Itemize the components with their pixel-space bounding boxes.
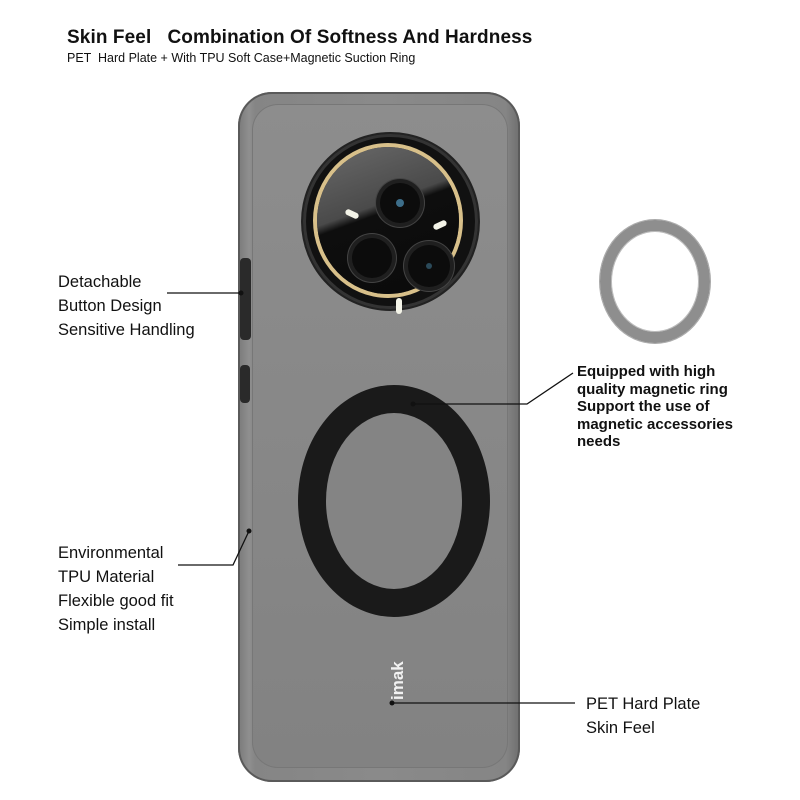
callout-line: Support the use of [577,398,710,415]
volume-button [240,258,251,340]
camera-lens-left [352,238,392,278]
page-subtitle: PET Hard Plate + With TPU Soft Case+Magn… [67,51,416,65]
callout-magnetic-ring: Equipped with high quality magnetic ring… [577,363,733,451]
callout-line: Flexible good fit [58,592,174,610]
magnetic-ring-accessory [600,220,710,343]
callout-line: Simple install [58,616,156,634]
callout-tpu-material: Environmental TPU Material Flexible good… [58,541,174,637]
callout-line: Skin Feel [586,719,655,737]
callout-line: quality magnetic ring [577,380,728,398]
callout-line: needs [577,433,621,450]
camera-lens-top [380,183,420,223]
callout-button-design: Detachable Button Design Sensitive Handl… [58,270,195,342]
power-button [240,365,250,403]
callout-line: Button Design [58,297,162,315]
callout-line: Equipped with high [577,363,716,380]
callout-line: Environmental [58,544,164,562]
callout-pet-plate: PET Hard Plate Skin Feel [586,692,700,740]
callout-line: PET Hard Plate [586,695,701,713]
callout-line: TPU Material [58,568,155,586]
callout-line: Detachable [58,273,142,291]
callout-line: magnetic accessories [577,415,733,433]
flash-light [396,298,402,314]
page-title: Skin Feel Combination Of Softness And Ha… [67,27,533,48]
camera-lens-right [408,245,450,287]
callout-line: Sensitive Handling [58,321,195,339]
